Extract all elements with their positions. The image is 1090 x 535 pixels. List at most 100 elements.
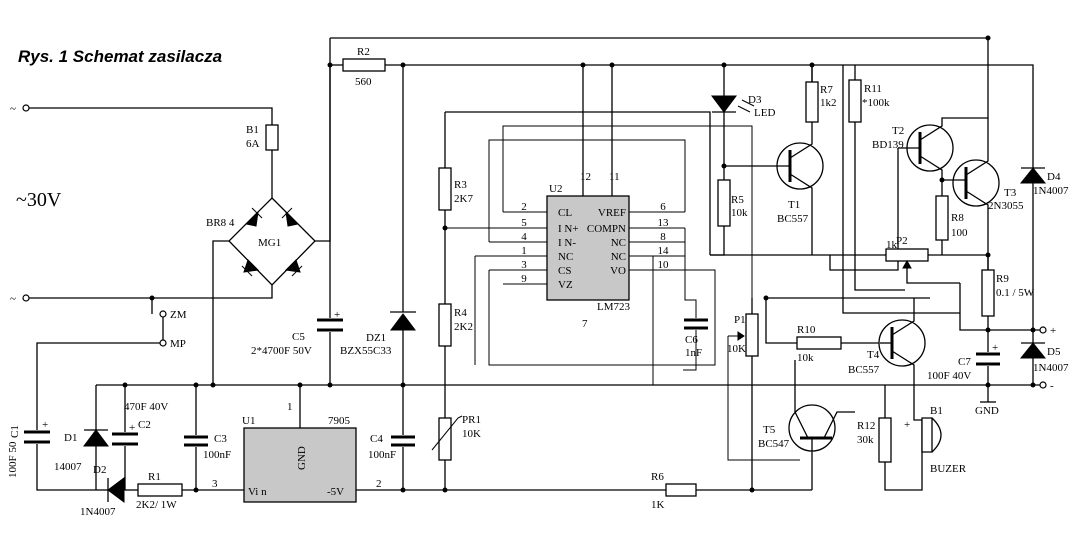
r7-value: 1k2: [820, 97, 837, 109]
c4-value: 100nF: [368, 449, 396, 461]
c6-value: 1nF: [685, 347, 702, 359]
d1-value: 14007: [54, 461, 82, 473]
c5-value: 2*4700F 50V: [251, 345, 312, 357]
u1-pin2: 2: [376, 478, 382, 490]
c7-ref: C7: [958, 356, 971, 368]
gnd-label: GND: [975, 405, 999, 417]
r10-ref: R10: [797, 324, 816, 336]
r6-value: 1K: [651, 499, 665, 511]
r2-value: 560: [355, 76, 372, 88]
u2-pin-name-8: NC: [611, 237, 626, 249]
u2-pin-name-2: CL: [558, 207, 572, 219]
potentiometer-p1: [745, 313, 759, 357]
r11-ref: R11: [864, 83, 882, 95]
resistor-r6: [665, 483, 697, 497]
wire-r5-out: [710, 226, 725, 256]
p2-wiper: [906, 268, 960, 284]
t3-emitter: [965, 190, 989, 270]
u2-left-pins: [445, 211, 547, 285]
u2-pin-name-6: VREF: [598, 207, 626, 219]
buzzer-plus: +: [904, 419, 910, 431]
d5-ref: D5: [1047, 346, 1061, 358]
resistor-r10: [796, 336, 842, 350]
u2-ref: U2: [549, 183, 562, 195]
u2-right-pins: [629, 211, 685, 271]
p2-value: 1k: [886, 239, 898, 251]
t4-emitter: [891, 298, 915, 336]
d4-value: 1N4007: [1033, 185, 1069, 197]
u2-pin-name-13: COMPN: [587, 223, 626, 235]
u1-ref: U1: [242, 415, 255, 427]
r2-ref: R2: [357, 46, 370, 58]
ac-input-terminal-bottom: [22, 294, 30, 302]
t2-ref: T2: [892, 125, 904, 137]
output-minus-label: -: [1050, 380, 1054, 392]
u2-pin-name-4: I N-: [558, 237, 576, 249]
p1-value: 10K: [727, 343, 746, 355]
u1-vout-label: -5V: [327, 486, 344, 498]
t4-collector: [891, 350, 922, 421]
output-minus-terminal: [1039, 381, 1047, 389]
d3-ref: D3: [748, 94, 762, 106]
t4-value: BC557: [848, 364, 880, 376]
c6-ref: C6: [685, 334, 698, 346]
resistor-r1: [137, 483, 183, 497]
wire-p1-t5: [727, 336, 800, 461]
u2-part: LM723: [597, 301, 631, 313]
d1-ref: D1: [64, 432, 77, 444]
wire-r10: [765, 298, 797, 344]
d2-ref: D2: [93, 464, 106, 476]
c7-value: 100F 40V: [927, 370, 971, 382]
resistor-r4: [438, 303, 452, 347]
wire-c6: [683, 330, 697, 371]
junction: [297, 382, 303, 388]
input-tilde-top: ~: [10, 103, 16, 115]
diode-d5: [1019, 342, 1047, 359]
u2-pin-number-14: 14: [658, 245, 670, 257]
pr1-ref: PR1: [462, 414, 481, 426]
p2-wiper-arrow: [902, 259, 912, 269]
r12-value: 30k: [857, 434, 874, 446]
wire-mp-c1: [36, 342, 160, 430]
u2-pin-number-5: 5: [521, 217, 527, 229]
junction: [210, 382, 216, 388]
u2-pin-number-2: 2: [521, 201, 527, 213]
resistor-r11: [848, 79, 862, 123]
t5-emitter: [823, 411, 855, 439]
r12-ref: R12: [857, 420, 875, 432]
wire-u2-cl-loop: [502, 125, 753, 304]
wire-r3-top: [445, 111, 711, 255]
c2-ref: C2: [138, 419, 151, 431]
r1-ref: R1: [148, 471, 161, 483]
t3-value: 2N3055: [988, 200, 1024, 212]
u1-pin1: 1: [287, 401, 293, 413]
r4-ref: R4: [454, 307, 467, 319]
resistor-r3: [438, 167, 452, 211]
p2-ref: P2: [896, 235, 908, 247]
pr1-arrow: [431, 415, 463, 451]
u2-pin-number-13: 13: [658, 217, 670, 229]
led-rays: [737, 99, 755, 113]
u2-pin-number-1: 1: [521, 245, 527, 257]
diagram-title: Rys. 1 Schemat zasilacza: [18, 47, 222, 66]
u2-pin-number-8: 8: [660, 231, 666, 243]
switch-mp-contact: [159, 339, 167, 347]
wire-r11-alt: [842, 65, 960, 314]
switch-mp-label: MP: [170, 338, 186, 350]
dz1-ref: DZ1: [366, 332, 386, 344]
t1-value: BC557: [777, 213, 809, 225]
output-plus-label: +: [1050, 325, 1056, 337]
bridge-rectifier-mg1: [228, 197, 316, 286]
c3-value: 100nF: [203, 449, 231, 461]
diode-d1: [83, 429, 109, 447]
resistor-r2: [342, 58, 386, 72]
u2-pin-name-3: CS: [558, 265, 571, 277]
c5-plus-sign: +: [334, 309, 340, 321]
resistor-r8: [935, 195, 949, 241]
u2-pin-name-9: VZ: [558, 279, 573, 291]
wire-r11-out: [854, 122, 905, 291]
wire-u2-in-loop: [488, 139, 686, 242]
u2-pin-number-6: 6: [660, 201, 666, 213]
t2-emitter: [919, 155, 943, 180]
t5-collector: [794, 360, 809, 439]
